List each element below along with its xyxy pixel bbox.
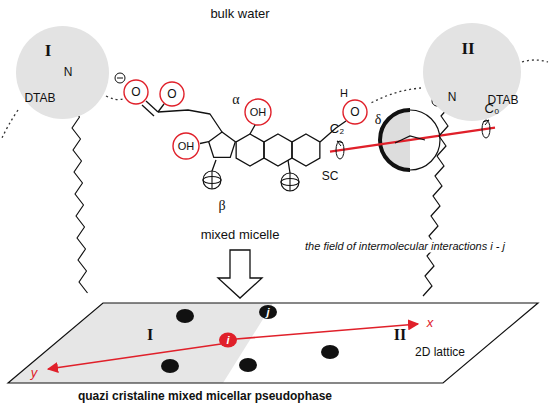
atom-label: OH	[178, 141, 195, 152]
steroid-rings	[209, 132, 320, 166]
atom-label: O	[350, 106, 359, 118]
headgroup-circle	[423, 23, 521, 121]
structure-label: mixed micelle	[201, 228, 280, 241]
atom-label: N	[448, 91, 457, 103]
dotted-boundary	[522, 60, 548, 62]
oxygen-sphere	[173, 133, 199, 159]
lattice-shading	[8, 303, 273, 383]
bond	[320, 121, 346, 142]
node-text: DTAB	[24, 92, 55, 104]
side-chain	[158, 110, 222, 132]
atom-label: OH	[250, 107, 267, 118]
globe-symbol	[289, 173, 290, 191]
oxygen-sphere	[124, 80, 148, 104]
steroid-ring	[236, 134, 264, 166]
bond	[142, 105, 154, 116]
region-label: bulk water	[210, 7, 269, 20]
rotation-arrow	[337, 141, 343, 146]
oxygen-spheres	[124, 80, 367, 159]
negative-charge	[117, 78, 123, 79]
oxygen-sphere	[245, 99, 271, 125]
micelle-site	[176, 309, 194, 323]
globe-symbol	[203, 171, 221, 189]
y-axis	[48, 344, 221, 369]
node-shape	[8, 303, 538, 383]
lattice-plane: III2D lattice	[8, 303, 538, 383]
down-arrow	[218, 250, 262, 298]
rotation-arrow	[482, 120, 490, 138]
node-shape	[15, 25, 110, 120]
bonds	[48, 56, 476, 173]
globe-symbol	[211, 171, 212, 189]
steroid-ring	[209, 132, 236, 157]
hydrophobic-globes	[203, 171, 299, 191]
rotation-axis	[330, 128, 495, 152]
figure-caption: quazi cristaline mixed micellar pseudoph…	[78, 390, 332, 402]
axis-chevron	[395, 136, 425, 143]
atom-label: O	[167, 88, 176, 100]
face-label: β	[218, 199, 225, 213]
figure-caption: the field of intermolecular interactions…	[303, 240, 507, 253]
steroid-ring	[264, 134, 292, 166]
bond	[158, 104, 164, 112]
molecule-label: SC	[322, 170, 339, 182]
rotation-arrow	[483, 120, 489, 125]
dotted-boundary	[106, 96, 123, 100]
micelle-site	[321, 345, 339, 359]
x-axis	[236, 324, 418, 339]
lattice-outline	[8, 303, 538, 383]
alkyl-chains	[70, 84, 450, 296]
oxygen-sphere	[343, 100, 367, 124]
micelle-site	[239, 358, 257, 372]
axis-label: x	[427, 316, 434, 329]
dtab-headgroup-region: IIDTAB	[422, 22, 522, 122]
alkyl-chain	[423, 106, 450, 296]
central-site	[219, 333, 237, 348]
steroid-ring	[292, 134, 320, 166]
oxygen-sphere	[160, 82, 184, 106]
node-text: I	[147, 327, 153, 343]
dotted-boundary	[369, 88, 421, 104]
lattice-plane	[8, 303, 538, 383]
axis-label: C₂	[330, 122, 344, 135]
atom-label: H	[340, 88, 348, 99]
node-text: II	[394, 327, 406, 343]
atom-label: O	[131, 86, 140, 98]
charge-symbols	[79, 73, 442, 106]
headgroup-circle	[16, 26, 109, 119]
dtab-headgroup-region: I DTAB	[15, 25, 110, 120]
rotation-arrow	[336, 141, 344, 159]
axis-label: C₀	[485, 102, 500, 115]
negative-charge	[115, 73, 125, 83]
face-label: δ	[375, 113, 382, 127]
bond	[200, 142, 209, 144]
node-text: 2D lattice	[415, 346, 465, 358]
bond	[250, 125, 255, 134]
node-text: I	[45, 42, 52, 59]
micelle-site	[259, 305, 277, 319]
face-label: α	[232, 93, 239, 107]
node-text: II	[461, 40, 474, 57]
node-shape	[422, 22, 522, 122]
axis-label: y	[31, 366, 38, 379]
site-label: j	[266, 307, 269, 318]
site-label: i	[226, 335, 229, 346]
globe-symbol	[281, 173, 299, 191]
atom-label: N	[64, 66, 73, 78]
dotted-boundary	[2, 110, 18, 138]
micelle-site	[161, 359, 179, 373]
